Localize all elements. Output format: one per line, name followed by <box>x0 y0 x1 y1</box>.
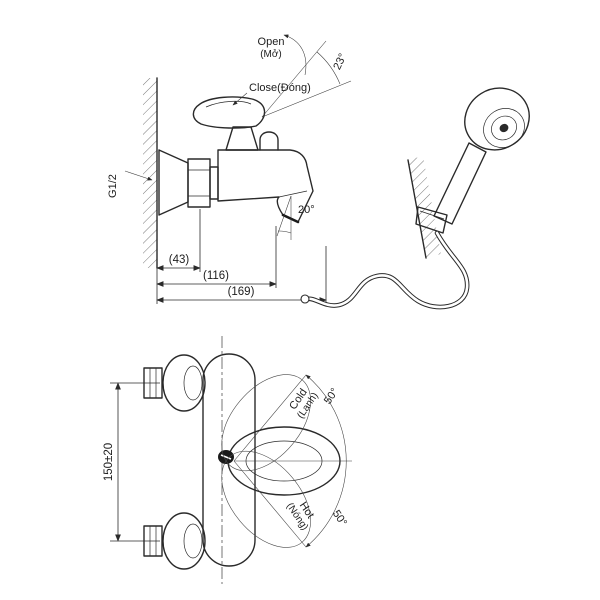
shower-face-ring-mid <box>491 115 517 141</box>
spout-angle-arc <box>277 230 292 234</box>
thread-callout: G1/2 <box>107 170 153 198</box>
hose-connector <box>300 294 310 304</box>
shower-hose-highlight <box>305 231 469 309</box>
open-close-annotations: Open (Mở) Close(Đóng) <box>232 34 311 106</box>
handle-swing-callout: 50° 50° Cold (Lạnh) Hot (Nóng) <box>233 374 352 548</box>
bottom-mount-flange <box>162 512 206 570</box>
top-view: 23° Open (Mở) Close(Đóng) 20° G1/2 <box>107 34 530 310</box>
open-sub-label: (Mở) <box>260 48 282 60</box>
cold-label-group: Cold (Lạnh) <box>287 387 320 421</box>
shower-face-center <box>499 123 509 133</box>
radial-line-up <box>233 374 307 462</box>
thread-label: G1/2 <box>107 174 119 198</box>
open-label: Open <box>258 36 285 48</box>
spout-outlet-slit <box>220 454 232 460</box>
front-view: 50° 50° Cold (Lạnh) Hot (Nóng) 150±20 <box>103 336 352 584</box>
hand-shower-assembly <box>300 87 530 310</box>
body-front-outline <box>202 353 256 567</box>
cold-angle-label: 50° <box>322 386 341 407</box>
diverter-knob <box>259 131 279 151</box>
open-direction-arrow <box>283 34 307 76</box>
hot-angle-label: 50° <box>330 508 349 529</box>
front-bottom-mount <box>143 512 206 570</box>
handle-angle-label: 23° <box>331 52 349 72</box>
faucet-body-side <box>217 131 314 224</box>
angle-arc-23 <box>316 51 341 85</box>
faucet-handle-side <box>192 96 266 151</box>
spout-angle-callout: 20° <box>276 195 315 240</box>
radial-line-down <box>233 460 307 548</box>
wall-right-face <box>407 159 427 259</box>
faucet-body-front <box>202 353 341 567</box>
cartridge-base <box>225 126 259 151</box>
wall-right-hatch <box>408 156 441 258</box>
shower-face <box>483 108 525 148</box>
dim-label-169: (169) <box>228 286 255 298</box>
angle-line-open <box>261 40 327 118</box>
dim-label-43: (43) <box>169 254 190 266</box>
spout-flow-line <box>276 195 292 237</box>
spout-outlet-face <box>281 213 300 224</box>
wall-left <box>143 77 158 269</box>
shower-handle <box>433 142 487 225</box>
handle-lever <box>192 96 266 129</box>
top-mount-flange-inner <box>183 365 203 401</box>
shower-bracket <box>415 206 448 234</box>
hex-nut <box>187 158 211 208</box>
shower-face-ring-outer <box>483 108 525 148</box>
thread-leader-arrow <box>124 170 153 181</box>
top-view-dimensions: (43) (116) (169) <box>156 209 327 304</box>
escutcheon-cone <box>158 149 189 216</box>
front-view-dimension: 150±20 <box>103 382 160 542</box>
angle-line-closed <box>261 80 352 118</box>
close-leader-arrow <box>232 92 248 106</box>
spout-inner-line <box>278 190 308 198</box>
faucet-wall-mount <box>158 149 219 216</box>
wall-left-hatch <box>143 78 157 268</box>
dim-label-116: (116) <box>203 270 229 282</box>
bottom-mount-flange-inner <box>183 523 203 559</box>
shower-bracket-line <box>419 210 445 220</box>
height-dim-label: 150±20 <box>103 443 115 481</box>
close-label: Close(Đóng) <box>249 82 311 94</box>
handle-lever-detail <box>205 100 252 108</box>
spout-angle-label: 20° <box>298 204 315 216</box>
swing-arc <box>305 374 347 548</box>
top-mount-flange <box>162 354 206 412</box>
mount-neck <box>209 166 219 200</box>
